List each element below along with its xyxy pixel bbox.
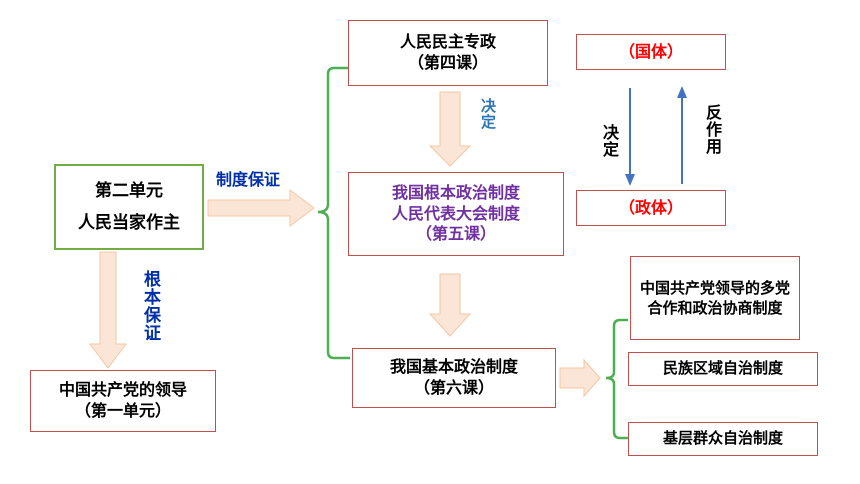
basic-system-title: 我国基本政治制度 bbox=[389, 357, 518, 377]
sub-bracket bbox=[605, 318, 628, 440]
regional-autonomy-box: 民族区域自治制度 bbox=[628, 352, 818, 386]
party-leadership-title: 中国共产党的领导 bbox=[58, 380, 187, 400]
fundamental-system-lesson: （第五课） bbox=[415, 224, 496, 244]
dictatorship-title: 人民民主专政 bbox=[399, 32, 496, 52]
basic-system-lesson: （第六课） bbox=[413, 378, 494, 397]
reaction-line-head bbox=[677, 86, 687, 98]
dictatorship-lesson: （第四课） bbox=[407, 53, 488, 72]
regional-autonomy-label: 民族区域自治制度 bbox=[662, 359, 783, 378]
multi-party-cooperation-label: 中国共产党领导的多党合作和政治协商制度 bbox=[639, 278, 790, 317]
state-system-label: （国体） bbox=[618, 41, 683, 61]
decide-label-middle: 决定 bbox=[479, 98, 497, 130]
decide-label-side: 决定 bbox=[600, 124, 619, 158]
state-system-box: （国体） bbox=[576, 34, 726, 70]
unit-two-box: 第二单元 人民当家作主 bbox=[54, 164, 204, 250]
party-leadership-box: 中国共产党的领导 （第一单元） bbox=[30, 370, 216, 432]
unit-theme: 人民当家作主 bbox=[78, 213, 180, 233]
system-guarantee-label: 制度保证 bbox=[216, 170, 281, 189]
down-arrow-2 bbox=[428, 273, 472, 337]
decide-line-head bbox=[625, 174, 635, 186]
unit-title: 第二单元 bbox=[95, 180, 163, 201]
fundamental-guarantee-arrow bbox=[89, 251, 127, 369]
government-system-box: （政体） bbox=[576, 190, 726, 226]
basic-system-box: 我国基本政治制度 （第六课） bbox=[352, 348, 556, 408]
system-guarantee-arrow bbox=[207, 189, 315, 227]
fundamental-guarantee-label: 根本保证 bbox=[140, 270, 160, 342]
grassroots-autonomy-box: 基层群众自治制度 bbox=[628, 422, 818, 456]
dictatorship-box: 人民民主专政 （第四课） bbox=[348, 20, 548, 86]
fundamental-system-box: 我国根本政治制度 人民代表大会制度 （第五课） bbox=[348, 172, 564, 256]
fundamental-system-title: 我国根本政治制度 bbox=[391, 182, 520, 202]
decide-arrow-1 bbox=[428, 91, 472, 167]
government-system-label: （政体） bbox=[618, 197, 683, 217]
basic-to-sub-arrow bbox=[559, 358, 601, 398]
grassroots-autonomy-label: 基层群众自治制度 bbox=[662, 429, 783, 448]
multi-party-cooperation-box: 中国共产党领导的多党合作和政治协商制度 bbox=[630, 256, 800, 340]
party-leadership-unit: （第一单元） bbox=[74, 401, 171, 420]
reaction-label: 反作用 bbox=[703, 104, 722, 155]
main-bracket bbox=[317, 66, 350, 360]
npc-system: 人民代表大会制度 bbox=[391, 203, 520, 223]
